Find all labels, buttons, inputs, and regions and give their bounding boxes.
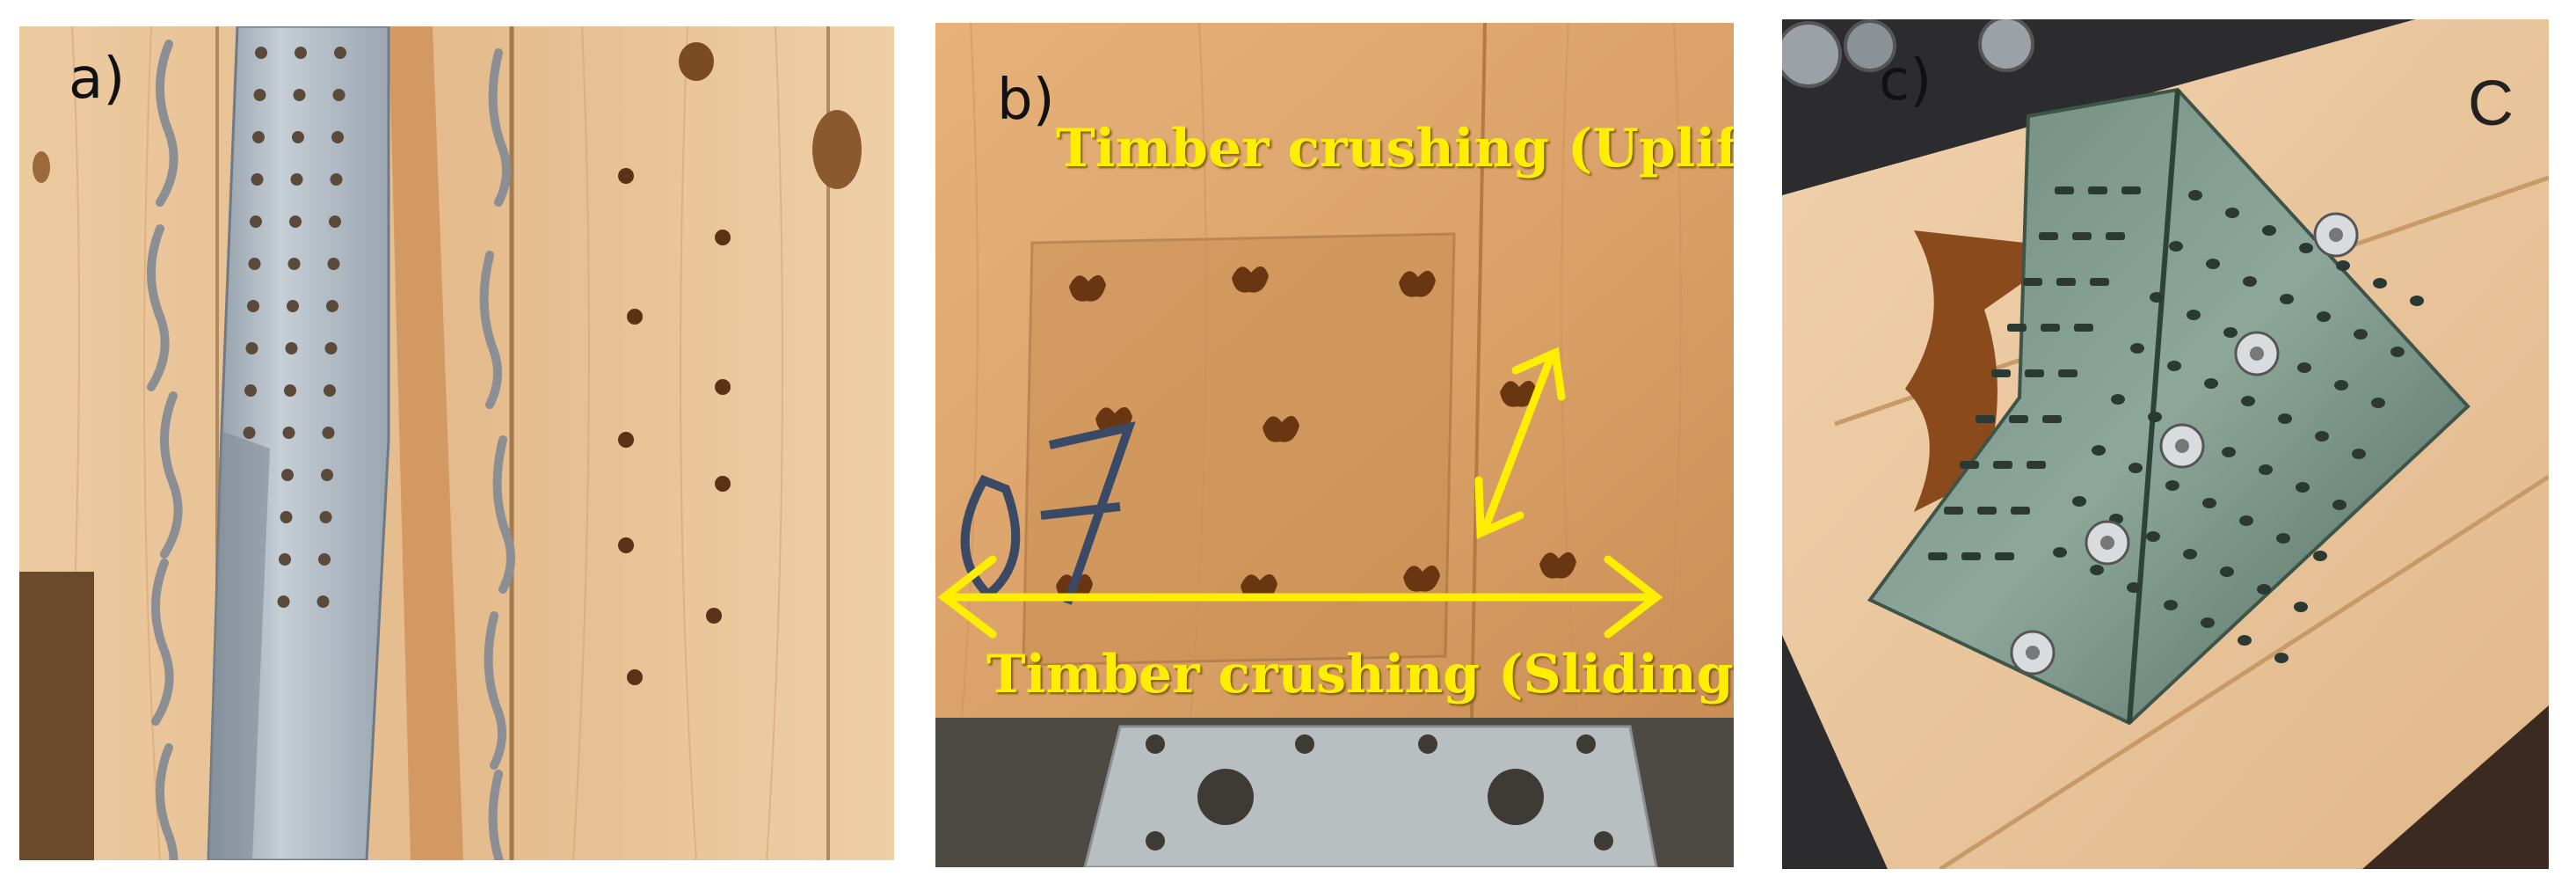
nail-holes	[618, 168, 731, 685]
plate-holes	[1146, 734, 1613, 851]
panel-b-scene	[935, 23, 1734, 867]
annotation-sliding: Timber crushing (Sliding)	[986, 644, 1734, 705]
panel-b-photo: b) Timber crushing (Uplift) Timber crush…	[935, 23, 1734, 867]
bracket-footprint	[1022, 232, 1456, 667]
strap-holes	[243, 47, 346, 608]
edge-board	[389, 26, 463, 860]
panel-c-photo: C c)	[1782, 19, 2549, 869]
panel-label-c: c)	[1879, 48, 1932, 113]
crushed-nail-holes	[1056, 266, 1576, 601]
removed-nails-left	[147, 40, 183, 860]
removed-nails-right	[479, 48, 515, 860]
panel-a-photo: a)	[19, 26, 894, 860]
dark-gap	[19, 572, 94, 860]
board-marking: C	[2468, 69, 2514, 139]
uplift-arrow	[1474, 347, 1566, 539]
screws	[2010, 212, 2359, 676]
panel-c-scene: C	[1782, 19, 2549, 869]
steel-base-plate	[1083, 725, 1658, 867]
panel-label-a: a)	[69, 47, 126, 112]
panel-label-b: b)	[997, 68, 1055, 133]
knot	[812, 110, 862, 189]
sliding-arrow	[937, 555, 1663, 639]
crushed-timber	[1905, 230, 2072, 512]
annotation-uplift: Timber crushing (Uplift)	[1056, 118, 1734, 179]
panel-a-scene	[19, 26, 894, 860]
anchor-bolts	[1782, 19, 2034, 88]
